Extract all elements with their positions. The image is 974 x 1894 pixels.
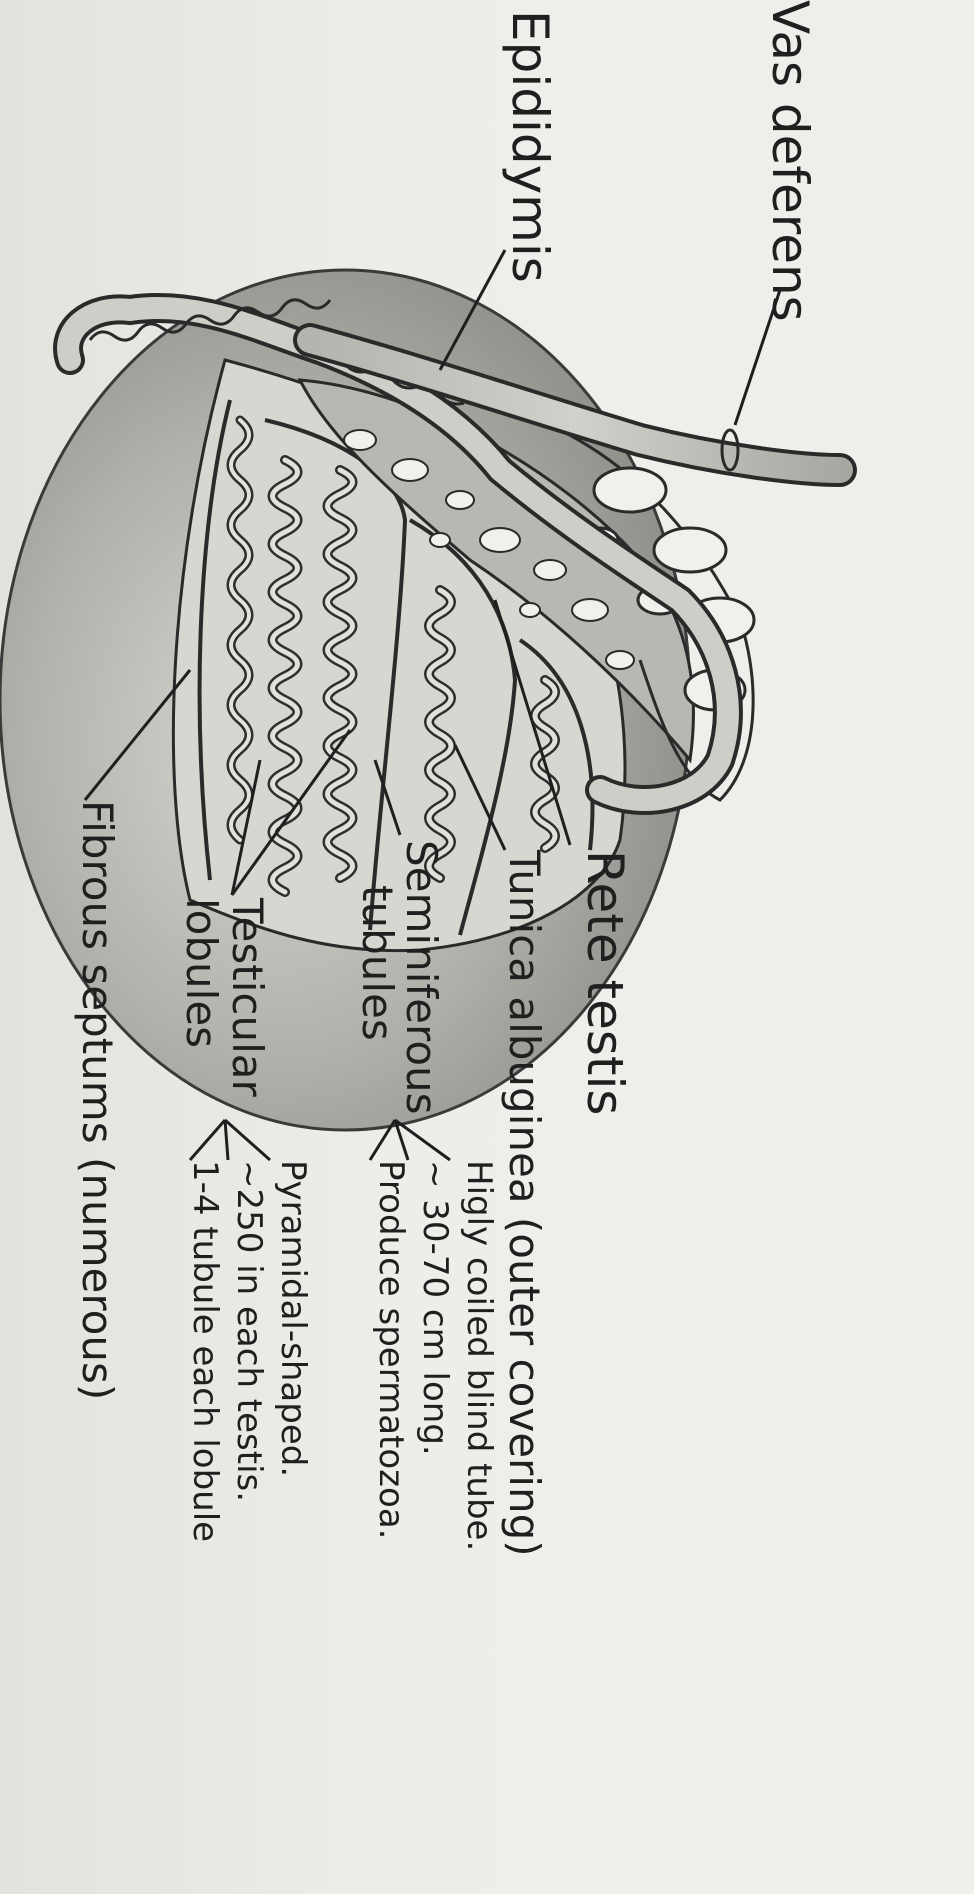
seminiferous-note-3: Produce spermatozoa. bbox=[374, 1160, 408, 1539]
testicular-label-line1: Testicular bbox=[226, 898, 268, 1097]
testicular-bracket-mid bbox=[225, 1120, 228, 1160]
seminiferous-note-2: ~ 30-70 cm long. bbox=[418, 1160, 452, 1456]
seminiferous-label-line2: tubules bbox=[356, 885, 398, 1041]
testicular-bracket-bot bbox=[190, 1120, 225, 1160]
seminiferous-bracket-top bbox=[395, 1120, 450, 1160]
seminiferous-label-line1: Seminiferous bbox=[400, 840, 442, 1115]
rete-testis-label: Rete testis bbox=[580, 850, 630, 1115]
testicular-bracket-top bbox=[225, 1120, 270, 1160]
testicular-note-1: Pyramidal-shaped. bbox=[276, 1160, 310, 1477]
vas-deferens-label: Vas deferens bbox=[765, 0, 815, 322]
fibrous-septums-label: Fibrous septums (numerous) bbox=[76, 800, 118, 1400]
testicular-note-3: 1-4 tubule each lobule bbox=[188, 1160, 222, 1542]
tunica-albuginea-label: Tunica albuginea (outer covering) bbox=[503, 850, 545, 1557]
epididymis-label: Epididymis bbox=[505, 10, 555, 283]
seminiferous-note-1: Higly coiled blind tube. bbox=[462, 1160, 496, 1551]
testicular-label-line2: lobules bbox=[180, 898, 222, 1048]
testicular-note-2: ~250 in each testis. bbox=[232, 1160, 266, 1502]
